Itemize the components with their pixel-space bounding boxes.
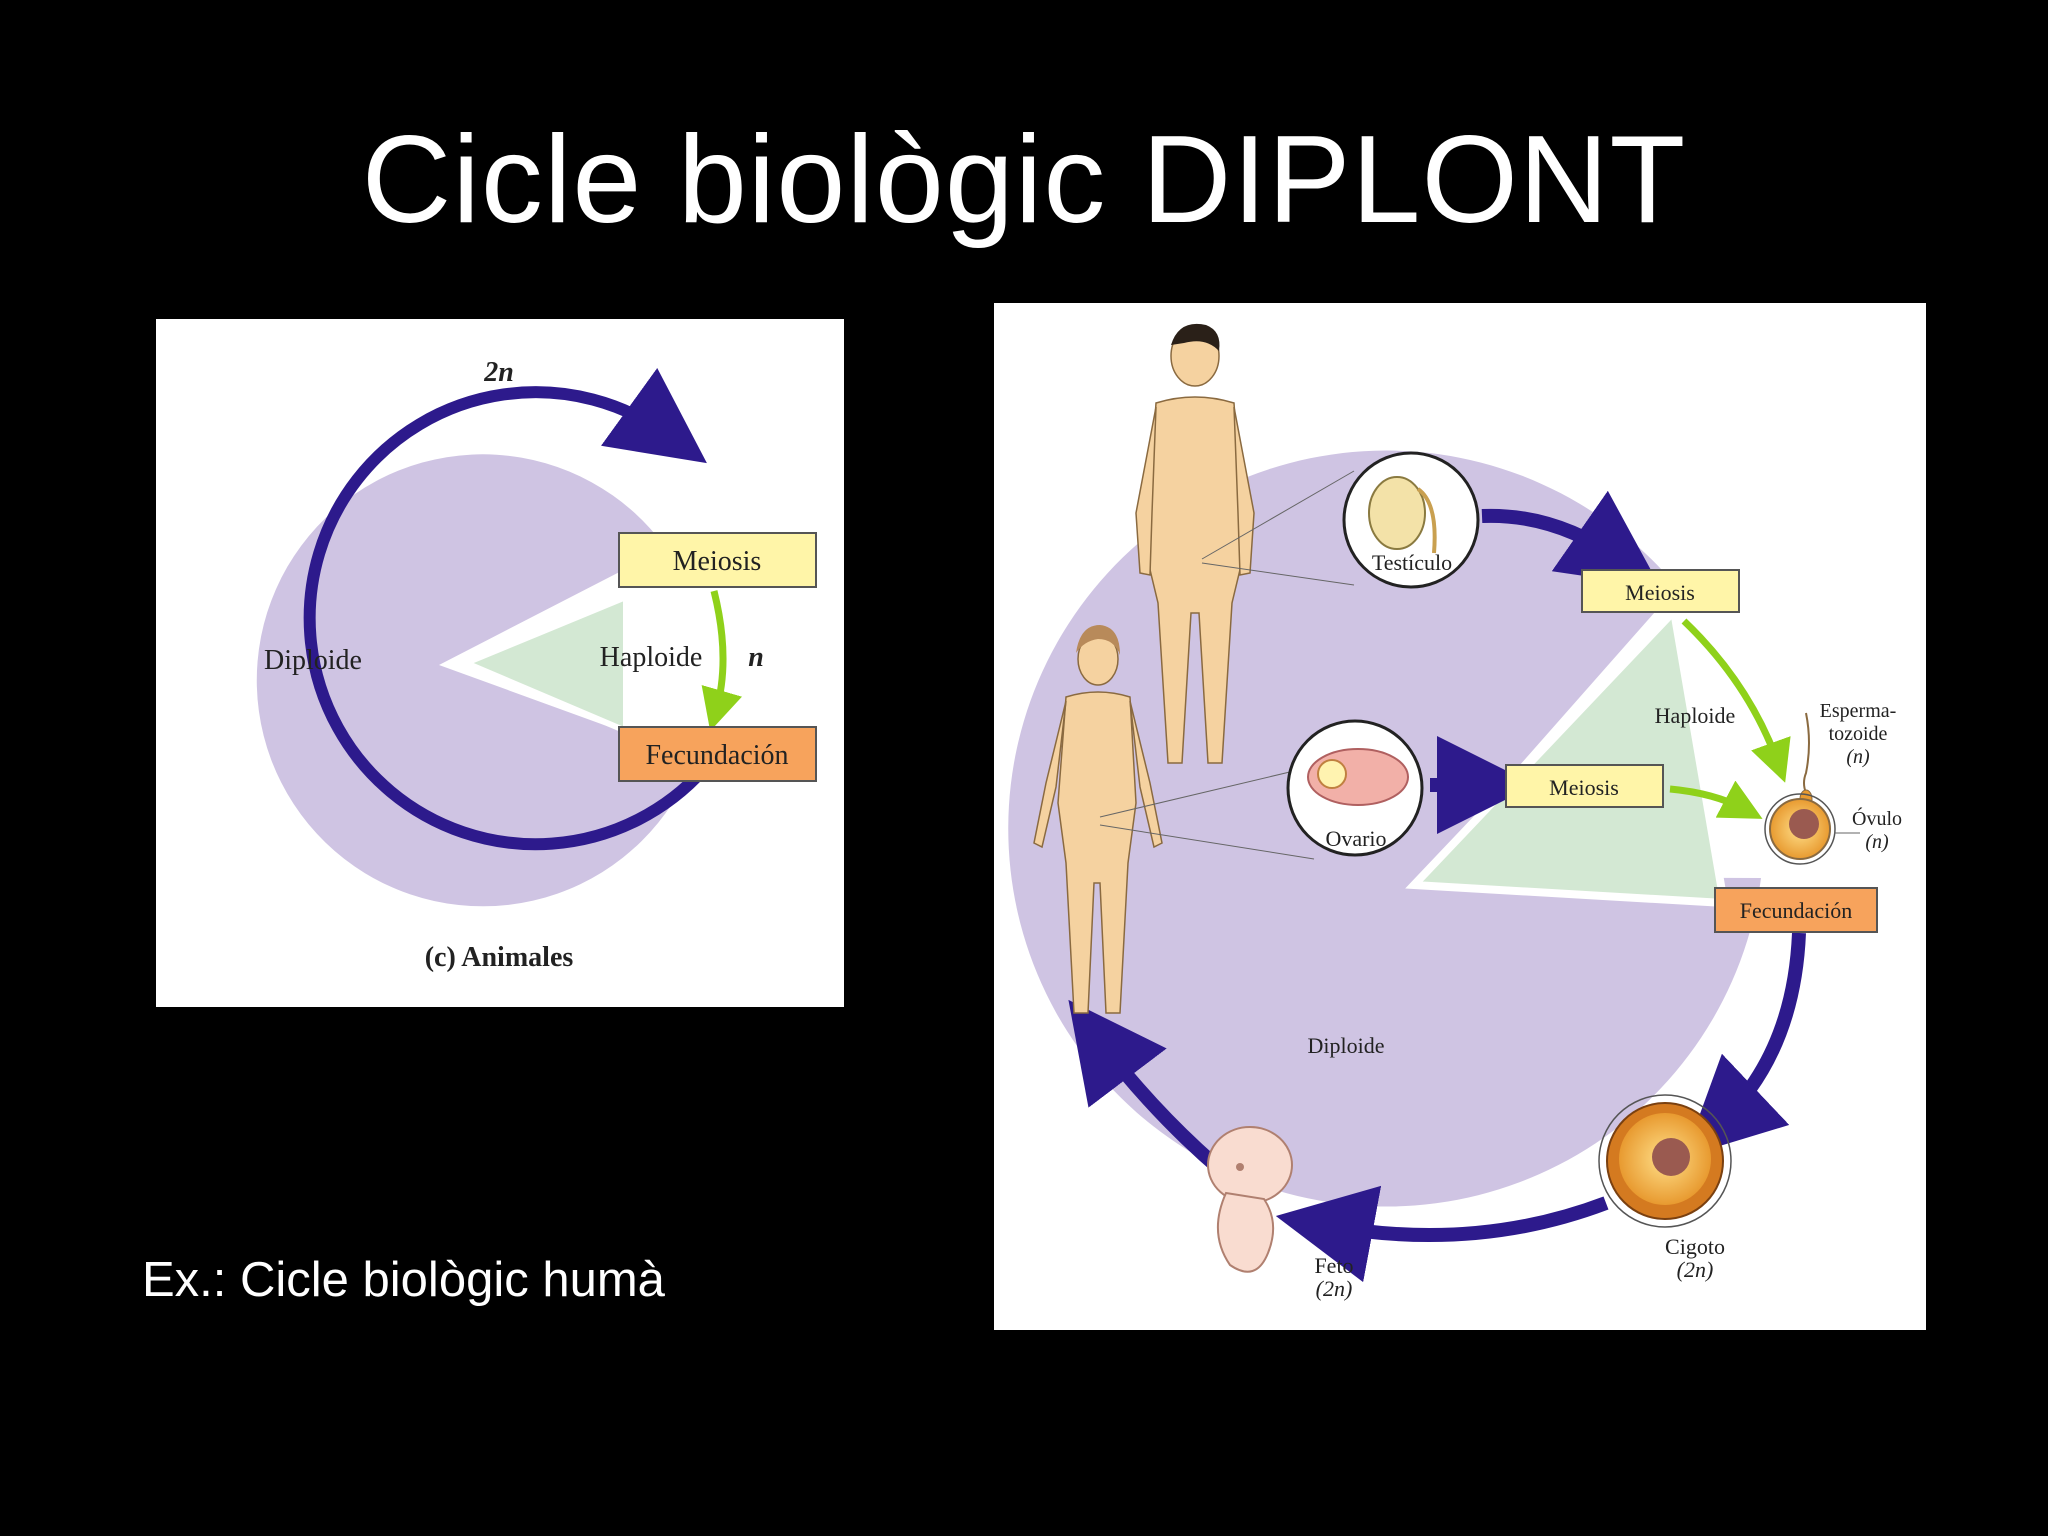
ovule-label-line1: Óvulo <box>1852 806 1902 830</box>
animal-cycle-diagram: Meiosis Fecundación 2n Diploide Haploide… <box>156 319 844 1007</box>
sperm-tail <box>1803 712 1810 794</box>
diploid-label: Diploide <box>1308 1033 1385 1058</box>
meiosis-male-label: Meiosis <box>1625 580 1695 605</box>
ploidy-n-label: n <box>748 642 764 673</box>
arrow-fertilization-to-zygote <box>1684 932 1806 1157</box>
testis-leader-top <box>1201 470 1355 560</box>
animal-cycle-svg: Meiosis Fecundación 2n Diploide Haploide… <box>256 357 817 973</box>
sperm-label-line2: tozoide <box>1829 723 1888 745</box>
arrow-zygote-to-fetus <box>1275 1185 1609 1283</box>
meiosis-label: Meiosis <box>673 546 762 577</box>
meiosis-to-fertilization-arrow <box>701 590 742 732</box>
zygote-label-line2: (2n) <box>1677 1257 1714 1282</box>
arrow-meiosis-to-ovule <box>1669 780 1763 819</box>
meiosis-box-female <box>1505 764 1664 808</box>
fertilization-box <box>618 726 817 782</box>
fetus-figure <box>1207 1126 1293 1273</box>
meiosis-female-label: Meiosis <box>1549 775 1619 800</box>
ovule-nucleus <box>1789 809 1819 839</box>
testis-duct <box>1416 487 1437 554</box>
sperm-label-line3: (n) <box>1846 746 1870 768</box>
example-caption: Ex.: Cicle biològic humà <box>142 1253 665 1307</box>
haploid-label: Haploide <box>600 642 703 673</box>
fertilization-label: Fecundación <box>1740 898 1852 923</box>
diploid-region <box>256 454 695 907</box>
zygote-nucleus <box>1652 1138 1690 1176</box>
ovary-follicle <box>1317 759 1347 789</box>
ploidy-2n-label: 2n <box>483 357 514 388</box>
testis-leader-bottom <box>1201 562 1355 586</box>
female-figure <box>1033 625 1163 1014</box>
human-cycle-svg: Testículo Ovario Meiosis Meiosis Haploid… <box>1008 323 1902 1301</box>
zygote-label-line1: Cigoto <box>1665 1234 1725 1259</box>
ovary-label: Ovario <box>1325 826 1386 851</box>
male-figure <box>1135 323 1255 764</box>
sperm-label-line1: Esperma- <box>1820 700 1897 722</box>
haploid-region <box>458 592 629 736</box>
diploid-label: Diploide <box>264 645 362 676</box>
fertilization-label: Fecundación <box>645 740 788 771</box>
arrow-testis-to-meiosis <box>1481 490 1661 588</box>
ovule-label-line2: (n) <box>1865 831 1889 853</box>
arrow-meiosis-to-sperm <box>1681 618 1791 783</box>
slide-title: Cicle biològic DIPLONT <box>361 111 1687 249</box>
ovary-leader-bottom <box>1099 824 1315 860</box>
fetus-label-line2: (2n) <box>1316 1276 1353 1301</box>
ovule-outer <box>1764 793 1836 865</box>
diagram-caption: (c) Animales <box>425 942 574 973</box>
arrow-fetus-to-adults <box>1068 999 1227 1177</box>
meiosis-box-male <box>1581 569 1740 613</box>
meiosis-box <box>618 532 817 588</box>
testis-organ <box>1368 476 1426 550</box>
human-cycle-diagram: Testículo Ovario Meiosis Meiosis Haploid… <box>994 303 1926 1330</box>
cycle-arrow <box>303 368 709 851</box>
fetus-label-line1: Feto <box>1314 1253 1353 1278</box>
fertilization-box <box>1714 887 1878 933</box>
zygote-outer <box>1598 1094 1732 1228</box>
testis-label: Testículo <box>1372 550 1452 575</box>
haploid-label: Haploide <box>1655 703 1736 728</box>
ovary-leader-top <box>1099 770 1295 818</box>
